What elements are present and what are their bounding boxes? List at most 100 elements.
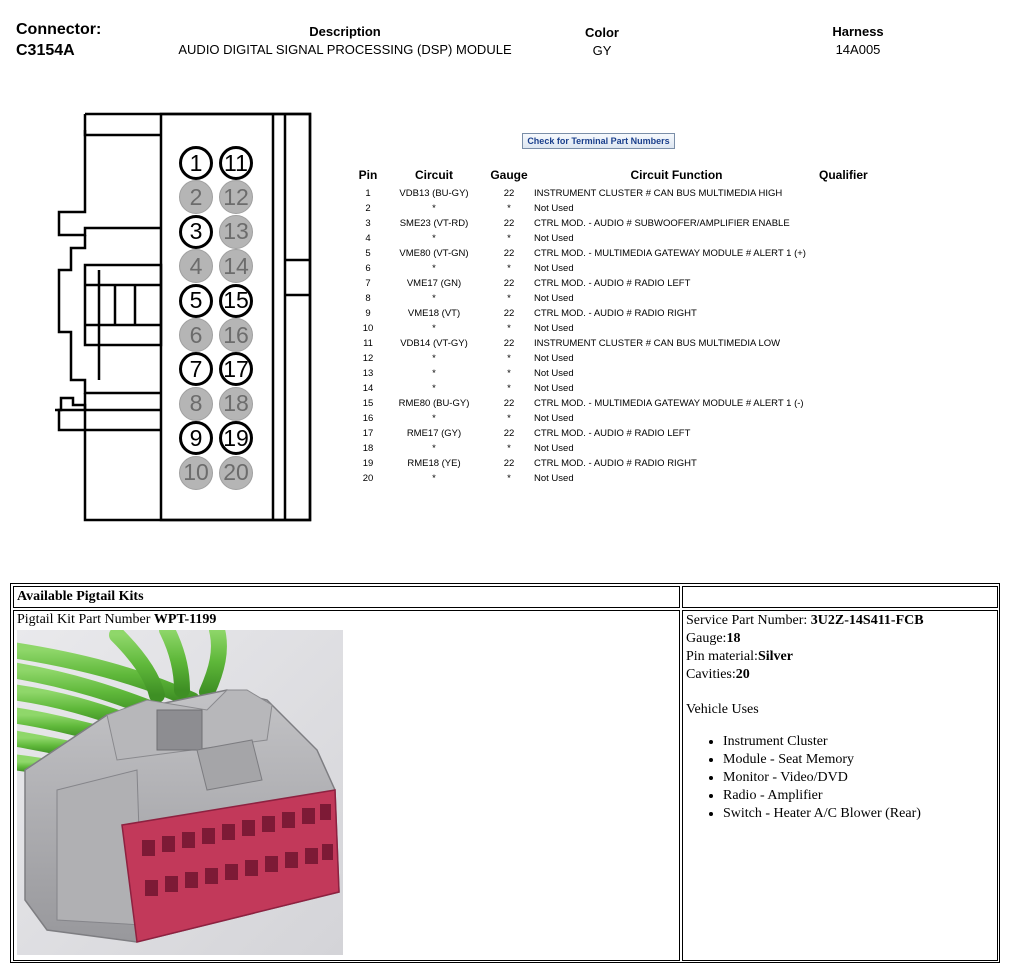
vehicle-use-item: Monitor - Video/DVD	[723, 769, 994, 787]
cell-circuit: *	[432, 353, 436, 364]
cavities-value: 20	[735, 667, 750, 682]
pin-19: 19	[219, 421, 253, 456]
cell-circuit: RME80 (BU-GY)	[398, 398, 470, 409]
pin-3: 3	[179, 214, 213, 249]
cell-circuit: *	[432, 263, 436, 274]
cell-qualifier	[819, 216, 939, 231]
cell-pin: 14	[362, 383, 374, 394]
cell-qualifier	[819, 441, 939, 456]
kit-part-label: Pigtail Kit Part Number	[17, 612, 154, 627]
pigtail-kits-section: Available Pigtail Kits Pigtail Kit Part …	[10, 583, 1000, 963]
cell-circuit: VDB14 (VT-GY)	[400, 338, 468, 349]
material-value: Silver	[757, 649, 793, 664]
pin-16: 16	[219, 318, 253, 352]
pin-table-header: Pin Circuit Gauge Circuit Function Quali…	[352, 168, 939, 186]
pin-2: 2	[179, 180, 213, 215]
cavities-label: Cavities:	[686, 667, 736, 682]
pin-10: 10	[179, 455, 213, 490]
header-gauge: Gauge	[490, 168, 528, 182]
service-part-label: Service Part Number:	[686, 613, 811, 628]
gauge-label: Gauge:	[686, 631, 727, 646]
cell-qualifier	[819, 351, 939, 366]
cell-circuit: VME80 (VT-GN)	[399, 248, 469, 259]
cell-gauge: *	[507, 368, 511, 379]
cell-qualifier	[819, 366, 939, 381]
harness-title: Harness	[832, 24, 884, 39]
cell-circuit: RME17 (GY)	[406, 428, 462, 439]
gauge-row: Gauge:18	[686, 630, 994, 648]
cell-circuit: *	[432, 383, 436, 394]
cell-pin: 16	[362, 413, 374, 424]
kit-part-number: WPT-1199	[153, 612, 217, 627]
vehicle-use-item: Instrument Cluster	[723, 733, 994, 751]
cell-qualifier	[819, 381, 939, 396]
cell-circuit: SME23 (VT-RD)	[399, 218, 469, 229]
cell-qualifier	[819, 186, 939, 201]
cell-pin: 12	[362, 353, 374, 364]
harness-value: 14A005	[835, 42, 881, 57]
cell-circuit: VME18 (VT)	[407, 308, 461, 319]
cell-function: CTRL MOD. - MULTIMEDIA GATEWAY MODULE # …	[534, 248, 806, 259]
cell-gauge: *	[507, 293, 511, 304]
vehicle-use-item: Switch - Heater A/C Blower (Rear)	[723, 805, 994, 823]
cell-function: CTRL MOD. - AUDIO # RADIO LEFT	[534, 278, 691, 289]
vehicle-use-item: Module - Seat Memory	[723, 751, 994, 769]
pin-5: 5	[179, 283, 213, 318]
pigtail-header-spacer	[682, 586, 998, 608]
cell-qualifier	[819, 276, 939, 291]
cavities-row: Cavities:20	[686, 666, 994, 684]
pin-12: 12	[219, 180, 253, 215]
cell-qualifier	[819, 321, 939, 336]
service-part-number: 3U2Z-14S411-FCB	[810, 613, 924, 628]
cell-qualifier	[819, 261, 939, 276]
cell-gauge: *	[507, 473, 511, 484]
connector-id: C3154A	[16, 42, 75, 59]
cell-pin: 11	[363, 338, 373, 349]
cell-function: CTRL MOD. - AUDIO # RADIO RIGHT	[534, 308, 697, 319]
description-column: Description AUDIO DIGITAL SIGNAL PROCESS…	[170, 24, 520, 57]
cell-gauge: *	[507, 353, 511, 364]
pin-9: 9	[179, 421, 213, 456]
cell-gauge: 22	[503, 398, 515, 409]
pigtail-connector-photo	[17, 630, 343, 955]
table-row: 10**Not Used	[352, 321, 939, 336]
cell-gauge: 22	[503, 188, 515, 199]
cell-qualifier	[819, 306, 939, 321]
check-terminal-part-numbers-button[interactable]: Check for Terminal Part Numbers	[522, 133, 675, 149]
header-circuit-function: Circuit Function	[630, 168, 723, 182]
cell-pin: 10	[362, 323, 374, 334]
pin-7: 7	[179, 352, 213, 387]
cell-qualifier	[819, 471, 939, 486]
cell-pin: 6	[365, 263, 371, 274]
table-row: 13**Not Used	[352, 366, 939, 381]
cell-function: Not Used	[534, 203, 574, 214]
color-column: Color GY	[562, 25, 642, 58]
pin-6: 6	[179, 318, 213, 352]
cell-function: CTRL MOD. - AUDIO # RADIO LEFT	[534, 428, 691, 439]
cell-pin: 17	[362, 428, 374, 439]
header-circuit: Circuit	[414, 168, 453, 182]
cell-gauge: *	[507, 443, 511, 454]
cell-function: Not Used	[534, 233, 574, 244]
cell-pin: 4	[365, 233, 371, 244]
cell-gauge: *	[507, 233, 511, 244]
pin-18: 18	[219, 386, 253, 421]
vehicle-uses-title: Vehicle Uses	[686, 702, 759, 717]
cell-pin: 13	[362, 368, 374, 379]
cell-function: CTRL MOD. - AUDIO # RADIO RIGHT	[534, 458, 697, 469]
cell-function: INSTRUMENT CLUSTER # CAN BUS MULTIMEDIA …	[534, 338, 781, 349]
cell-gauge: 22	[503, 248, 515, 259]
cell-function: Not Used	[534, 368, 574, 379]
material-label: Pin material:	[686, 649, 758, 664]
pin-1: 1	[179, 146, 213, 180]
cell-circuit: *	[432, 413, 436, 424]
cell-circuit: *	[432, 323, 436, 334]
cell-qualifier	[819, 336, 939, 351]
header-qualifier: Qualifier	[819, 168, 868, 182]
vehicle-uses-list: Instrument ClusterModule - Seat MemoryMo…	[686, 733, 994, 823]
table-row: 12**Not Used	[352, 351, 939, 366]
cell-pin: 7	[365, 278, 371, 289]
